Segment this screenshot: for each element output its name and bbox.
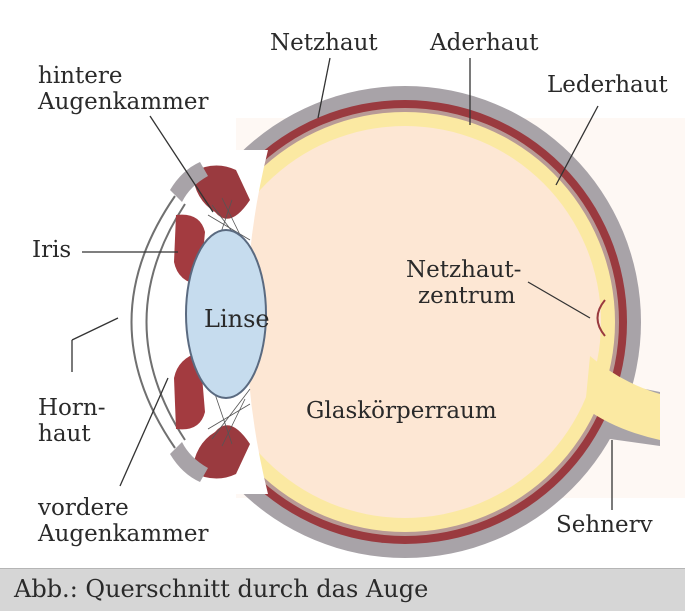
label-aderhaut: Aderhaut xyxy=(430,30,539,57)
label-vordere-augenkammer-line2: Augenkammer xyxy=(38,521,208,548)
label-iris: Iris xyxy=(32,237,71,264)
label-lederhaut: Lederhaut xyxy=(547,72,668,99)
label-netzhautzentrum-line2: zentrum xyxy=(418,283,515,310)
label-netzhautzentrum-line1: Netzhaut- xyxy=(406,257,521,284)
label-hintere-augenkammer-line2: Augenkammer xyxy=(38,89,208,116)
label-hornhaut-line1: Horn- xyxy=(38,395,105,422)
label-linse: Linse xyxy=(204,306,270,333)
label-hornhaut-line2: haut xyxy=(38,421,91,448)
label-glaskoerperraum: Glaskörperraum xyxy=(306,398,497,425)
label-sehnerv: Sehnerv xyxy=(556,512,653,539)
caption-bar: Abb.: Querschnitt durch das Auge xyxy=(0,568,685,611)
label-hintere-augenkammer-line1: hintere xyxy=(38,63,122,90)
label-netzhaut: Netzhaut xyxy=(270,30,378,57)
figure-caption: Abb.: Querschnitt durch das Auge xyxy=(14,575,428,603)
label-vordere-augenkammer-line1: vordere xyxy=(38,495,129,522)
